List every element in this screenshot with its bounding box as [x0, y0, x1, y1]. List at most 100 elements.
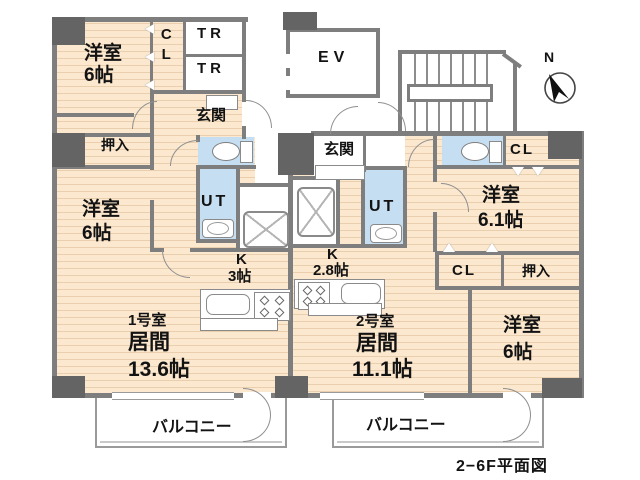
balcony-railing: [337, 441, 539, 443]
wall-segment: [190, 248, 290, 252]
window: [320, 392, 424, 400]
living-label: 居間: [128, 331, 170, 354]
wall-segment: [288, 133, 293, 395]
bathtub-icon: [243, 211, 289, 248]
wall-segment: [85, 133, 153, 137]
living-size: 11.1帖: [352, 358, 413, 381]
toilet-tank-icon: [240, 141, 253, 163]
entrance-step: [206, 95, 238, 110]
wall-segment: [363, 135, 366, 172]
closet-label: CL: [452, 262, 476, 279]
stove-icon: [254, 292, 290, 321]
trunk-room-label: TR: [197, 25, 225, 42]
kitchen-ledge: [200, 318, 278, 331]
wall-segment: [196, 135, 200, 142]
wall-segment: [468, 288, 472, 395]
sliding-door-mark: [145, 52, 154, 62]
wall-segment: [150, 248, 164, 252]
kitchen-ledge: [308, 303, 382, 316]
pillar: [542, 378, 582, 398]
wall-segment: [186, 54, 242, 57]
utility-label: UT: [369, 198, 397, 215]
toilet-icon: [461, 142, 489, 161]
wall-segment: [150, 200, 154, 252]
wall-segment: [196, 239, 240, 243]
wall-segment: [361, 166, 365, 248]
unit-number: 1号室: [128, 312, 167, 329]
wall-segment: [376, 28, 380, 98]
wall-segment: [183, 17, 186, 94]
kitchen-sink-icon: [341, 283, 381, 304]
wall-segment: [403, 166, 407, 248]
elevator-label: EV: [318, 49, 350, 66]
balcony-label: バルコニー: [152, 419, 232, 436]
trunk-room-1: [186, 17, 242, 54]
room-size: 6帖: [84, 65, 114, 86]
wall-segment: [503, 133, 506, 167]
wall-segment: [196, 165, 200, 241]
toilet-tank-icon: [489, 141, 502, 163]
kitchen-label: K: [236, 251, 247, 268]
wall-segment: [363, 166, 405, 170]
trunk-room-label: TR: [197, 60, 225, 77]
room-label: 洋室: [84, 43, 123, 64]
kitchen-size: 3帖: [228, 268, 252, 285]
elevator-door-mark: [286, 54, 290, 68]
room-label: 洋室: [82, 199, 121, 220]
room-label: 洋室: [482, 185, 521, 206]
burner: [274, 295, 285, 306]
sliding-door-mark: [443, 243, 455, 252]
pipe-shaft: [278, 133, 314, 175]
balcony-2: [332, 398, 544, 448]
wall-segment: [288, 393, 584, 398]
wall-segment: [435, 251, 439, 290]
wall-segment: [236, 169, 240, 250]
wall-segment: [435, 251, 584, 255]
wall-segment: [150, 90, 245, 94]
pillar: [52, 376, 85, 398]
wall-segment: [579, 131, 584, 398]
pillar: [52, 133, 85, 167]
pillar: [275, 376, 308, 398]
room-size: 6帖: [82, 223, 112, 244]
unit-number: 2号室: [356, 313, 395, 330]
pillar: [52, 17, 85, 45]
balcony-label: バルコニー: [366, 417, 446, 434]
wall-segment: [513, 64, 517, 135]
burner: [315, 285, 326, 296]
entrance-label: 玄関: [196, 107, 227, 124]
sliding-door-mark: [486, 243, 498, 252]
burner: [259, 295, 270, 306]
balcony-1: [95, 398, 287, 448]
room-size: 6.1帖: [478, 210, 524, 231]
door-swing: [330, 106, 358, 134]
bathtub-icon: [297, 187, 335, 237]
storage-label: 押入: [101, 137, 129, 153]
compass-icon: [544, 72, 576, 104]
living-size: 13.6帖: [128, 358, 190, 381]
wall-segment: [196, 165, 256, 169]
kitchen-label: K: [327, 246, 338, 263]
wall-segment: [501, 253, 504, 286]
pillar: [283, 12, 317, 30]
sliding-door-mark: [532, 167, 544, 176]
kitchen-sink-icon: [206, 294, 250, 315]
caption: 2−6F平面図: [456, 458, 548, 475]
wall-segment: [238, 183, 290, 187]
sliding-door-mark: [145, 80, 154, 90]
storage-label: 押入: [522, 263, 550, 279]
compass-north-label: N: [544, 49, 555, 65]
burner: [274, 307, 285, 318]
wall-segment: [336, 176, 340, 246]
wall-segment: [398, 50, 506, 54]
wall-segment: [286, 94, 380, 98]
door-opening: [242, 102, 246, 126]
wall-segment: [435, 165, 584, 169]
toilet-icon: [212, 142, 240, 161]
closet-label: CL: [510, 141, 534, 158]
closet-label: CL: [157, 26, 175, 66]
wall-segment: [435, 286, 584, 290]
wall-segment: [52, 17, 57, 398]
room-label: 洋室: [503, 315, 542, 336]
wall-segment: [52, 113, 134, 117]
